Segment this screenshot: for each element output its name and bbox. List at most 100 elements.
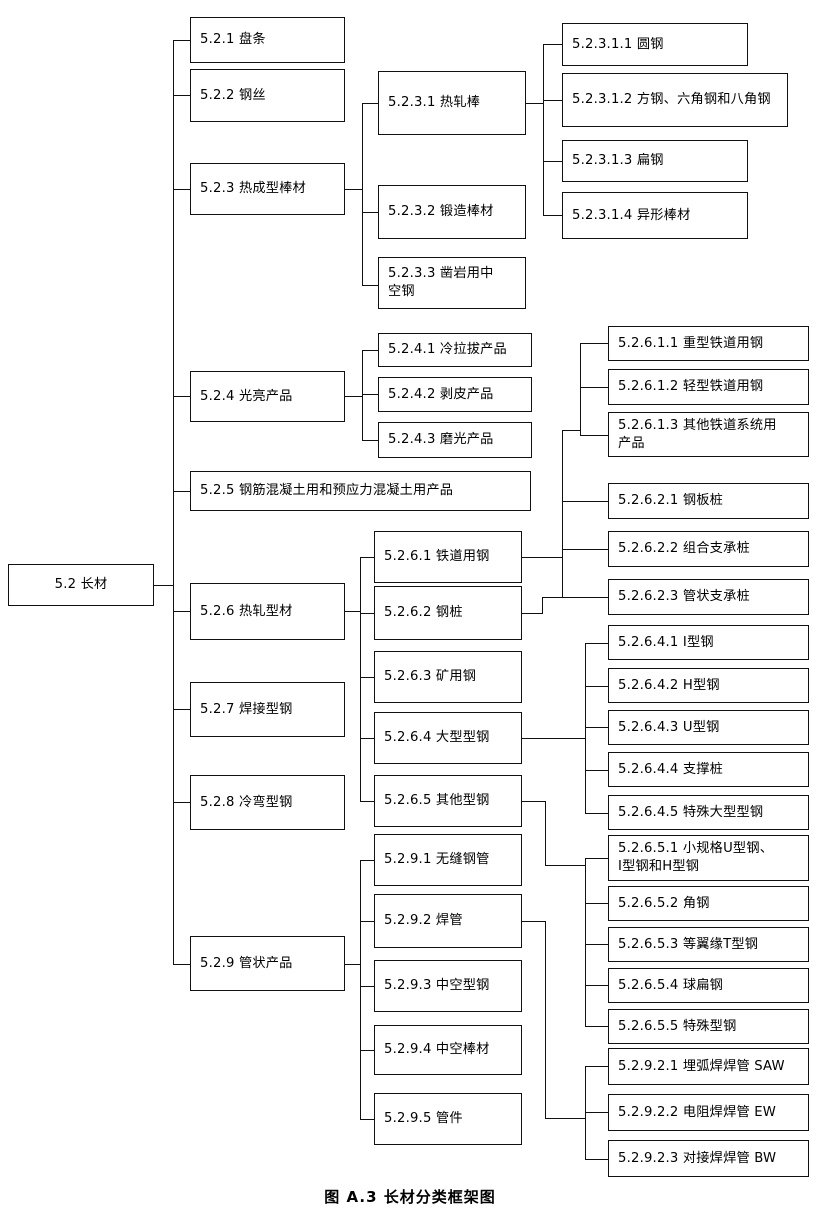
node-box-5.2.8: 5.2.8 冷弯型钢 (190, 775, 345, 830)
connector-line (585, 727, 608, 729)
connector-line (360, 557, 374, 559)
connector-line (360, 921, 374, 923)
connector-line (360, 860, 362, 1119)
node-box-5.2.6.4.5: 5.2.6.4.5 特殊大型型钢 (608, 795, 809, 830)
connector-line (585, 858, 608, 860)
connector-line (360, 738, 374, 740)
node-box-5.2.9.3: 5.2.9.3 中空型钢 (374, 960, 522, 1012)
connector-line (585, 985, 608, 987)
connector-line (585, 858, 587, 1027)
node-box-5.2.6.4: 5.2.6.4 大型型钢 (374, 712, 522, 764)
node-box-5.2.6.5.1: 5.2.6.5.1 小规格U型钢、 I型钢和H型钢 (608, 835, 809, 881)
node-box-5.2.9.1: 5.2.9.1 无缝钢管 (374, 834, 522, 886)
connector-line (585, 686, 608, 688)
connector-line (360, 677, 374, 679)
connector-line (522, 738, 585, 740)
connector-line (173, 40, 190, 42)
node-box-5.2.6.2: 5.2.6.2 钢桩 (374, 586, 522, 640)
node-box-5.2.9.2.1: 5.2.9.2.1 埋弧焊焊管 SAW (608, 1048, 809, 1085)
connector-line (543, 215, 562, 217)
connector-line (345, 396, 362, 398)
node-box-root: 5.2 长材 (8, 564, 154, 606)
node-box-5.2.6.5.2: 5.2.6.5.2 角钢 (608, 886, 809, 921)
node-box-5.2.3: 5.2.3 热成型棒材 (190, 163, 345, 215)
connector-line (173, 40, 175, 965)
node-box-5.2.6.2.3: 5.2.6.2.3 管状支承桩 (608, 579, 809, 615)
connector-line (362, 103, 364, 285)
connector-line (345, 189, 362, 191)
connector-line (522, 921, 545, 923)
connector-line (542, 597, 562, 599)
connector-line (362, 212, 378, 214)
node-box-5.2.5: 5.2.5 钢筋混凝土用和预应力混凝土用产品 (190, 471, 531, 511)
node-box-5.2.3.2: 5.2.3.2 锻造棒材 (378, 185, 526, 239)
node-box-5.2.6.4.2: 5.2.6.4.2 H型钢 (608, 668, 809, 703)
node-box-5.2.9.2: 5.2.9.2 焊管 (374, 894, 522, 948)
connector-line (362, 285, 378, 287)
connector-line (543, 44, 545, 216)
connector-line (562, 597, 608, 599)
connector-line (173, 802, 190, 804)
figure-caption: 图 A.3 长材分类框架图 (324, 1188, 496, 1206)
node-box-5.2.6.5.3: 5.2.6.5.3 等翼缘T型钢 (608, 927, 809, 962)
connector-line (173, 964, 190, 966)
node-box-5.2.3.1.4: 5.2.3.1.4 异形棒材 (562, 192, 748, 239)
connector-line (173, 491, 190, 493)
connector-line (345, 611, 360, 613)
connector-line (585, 770, 608, 772)
connector-line (585, 903, 608, 905)
node-box-5.2.6.1.1: 5.2.6.1.1 重型铁道用钢 (608, 326, 809, 361)
connector-line (585, 1112, 608, 1114)
connector-line (585, 643, 608, 645)
node-box-5.2.9.2.3: 5.2.9.2.3 对接焊焊管 BW (608, 1140, 809, 1177)
node-box-5.2.6.1.2: 5.2.6.1.2 轻型铁道用钢 (608, 369, 809, 405)
connector-line (345, 964, 360, 966)
connector-line (562, 430, 564, 557)
connector-line (562, 549, 608, 551)
connector-line (154, 585, 173, 587)
node-box-5.2.6.1.3: 5.2.6.1.3 其他铁道系统用 产品 (608, 412, 809, 457)
connector-line (585, 813, 608, 815)
connector-line (585, 1026, 608, 1028)
connector-line (360, 801, 374, 803)
connector-line (526, 103, 543, 105)
connector-line (580, 343, 608, 345)
connector-line (585, 1066, 608, 1068)
connector-line (522, 613, 542, 615)
node-box-5.2.9.2.2: 5.2.9.2.2 电阻焊焊管 EW (608, 1094, 809, 1131)
connector-line (362, 394, 378, 396)
node-box-5.2.6: 5.2.6 热轧型材 (190, 583, 345, 640)
node-box-5.2.3.1.2: 5.2.3.1.2 方钢、六角钢和八角钢 (562, 73, 788, 127)
node-box-5.2.7: 5.2.7 焊接型钢 (190, 682, 345, 737)
connector-line (522, 557, 562, 559)
connector-line (545, 921, 547, 1118)
node-box-5.2.3.1.3: 5.2.3.1.3 扁钢 (562, 140, 748, 182)
node-box-5.2.1: 5.2.1 盘条 (190, 17, 345, 63)
connector-line (543, 161, 562, 163)
connector-line (360, 860, 374, 862)
connector-line (360, 1050, 374, 1052)
node-box-5.2.6.5.4: 5.2.6.5.4 球扁钢 (608, 968, 809, 1003)
node-box-5.2.3.1.1: 5.2.3.1.1 圆钢 (562, 23, 748, 66)
node-box-5.2.2: 5.2.2 钢丝 (190, 69, 345, 122)
connector-line (545, 1118, 585, 1120)
node-box-5.2.3.3: 5.2.3.3 凿岩用中 空钢 (378, 257, 526, 309)
connector-line (585, 944, 608, 946)
connector-line (562, 501, 608, 503)
connector-line (362, 350, 378, 352)
node-box-5.2.4.1: 5.2.4.1 冷拉拔产品 (378, 333, 532, 367)
connector-line (562, 430, 580, 432)
node-box-5.2.6.4.4: 5.2.6.4.4 支撑桩 (608, 752, 809, 787)
connector-line (522, 801, 545, 803)
connector-line (173, 709, 190, 711)
node-box-5.2.4.2: 5.2.4.2 剥皮产品 (378, 377, 532, 412)
node-box-5.2.6.1: 5.2.6.1 铁道用钢 (374, 531, 522, 583)
node-box-5.2.4: 5.2.4 光亮产品 (190, 371, 345, 422)
node-box-5.2.3.1: 5.2.3.1 热轧棒 (378, 71, 526, 135)
node-box-5.2.6.2.2: 5.2.6.2.2 组合支承桩 (608, 531, 809, 567)
connector-line (173, 189, 190, 191)
node-box-5.2.9: 5.2.9 管状产品 (190, 936, 345, 991)
connector-line (173, 95, 190, 97)
connector-line (362, 103, 378, 105)
